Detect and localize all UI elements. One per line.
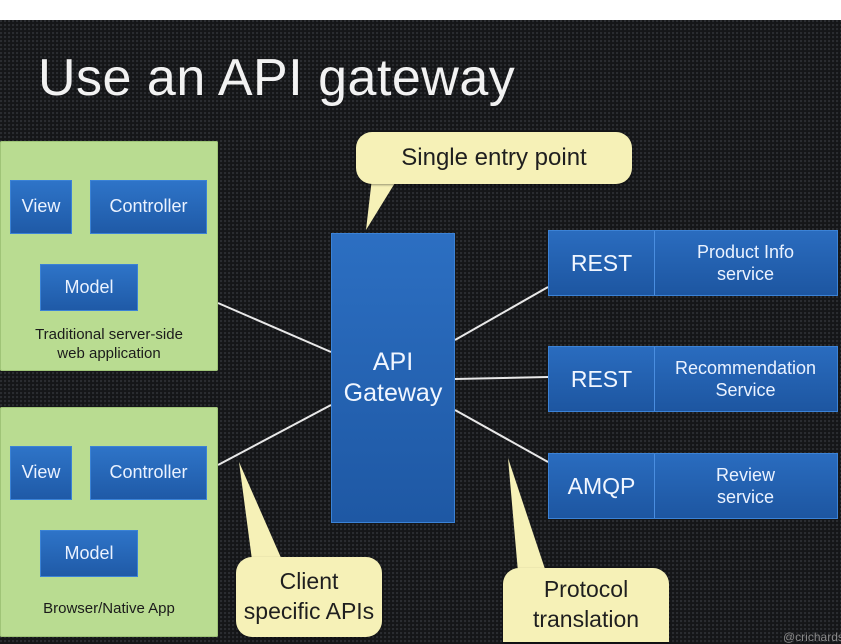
controller-box: Controller bbox=[90, 180, 207, 234]
service-name: Product Info service bbox=[696, 241, 795, 285]
author-credit: @crichardson bbox=[783, 630, 841, 644]
protocol-callout-tail bbox=[508, 458, 546, 572]
model-box: Model bbox=[40, 530, 138, 577]
connector-client1-gateway bbox=[217, 302, 332, 353]
protocol-label: REST bbox=[549, 231, 655, 295]
service-product-info: REST Product Info service bbox=[548, 230, 838, 296]
connector-client2-gateway bbox=[217, 404, 332, 466]
client-panel-web: View Controller Model Traditional server… bbox=[0, 141, 218, 371]
connector-gateway-review bbox=[454, 409, 549, 463]
protocol-label: AMQP bbox=[549, 454, 655, 518]
callout-single-entry-point: Single entry point bbox=[356, 132, 632, 184]
client-panel-native: View Controller Model Browser/Native App bbox=[0, 407, 218, 637]
gateway-label-line1: API bbox=[372, 347, 414, 376]
slide-title: Use an API gateway bbox=[38, 49, 516, 107]
client-caption: Traditional server-side web application bbox=[35, 326, 183, 362]
controller-box: Controller bbox=[90, 446, 207, 500]
gateway-label-line2: Gateway bbox=[343, 379, 443, 407]
service-name: Review service bbox=[715, 464, 776, 508]
service-name: Recommendation Service bbox=[674, 357, 817, 401]
top-margin bbox=[0, 0, 841, 20]
service-recommendation: REST Recommendation Service bbox=[548, 346, 838, 412]
service-review: AMQP Review service bbox=[548, 453, 838, 519]
callout-client-specific-apis: Client specific APIs bbox=[236, 557, 382, 637]
view-box: View bbox=[10, 446, 72, 500]
api-gateway-box: API Gateway bbox=[331, 233, 455, 523]
callout-protocol-translation: Protocol translation bbox=[503, 568, 669, 642]
client-callout-tail bbox=[239, 462, 282, 560]
connector-gateway-product bbox=[454, 286, 549, 341]
connector-gateway-recommendation bbox=[454, 376, 549, 380]
view-box: View bbox=[10, 180, 72, 234]
entry-callout-tail bbox=[366, 178, 398, 230]
model-box: Model bbox=[40, 264, 138, 311]
protocol-label: REST bbox=[549, 347, 655, 411]
client-caption: Browser/Native App bbox=[43, 600, 175, 617]
